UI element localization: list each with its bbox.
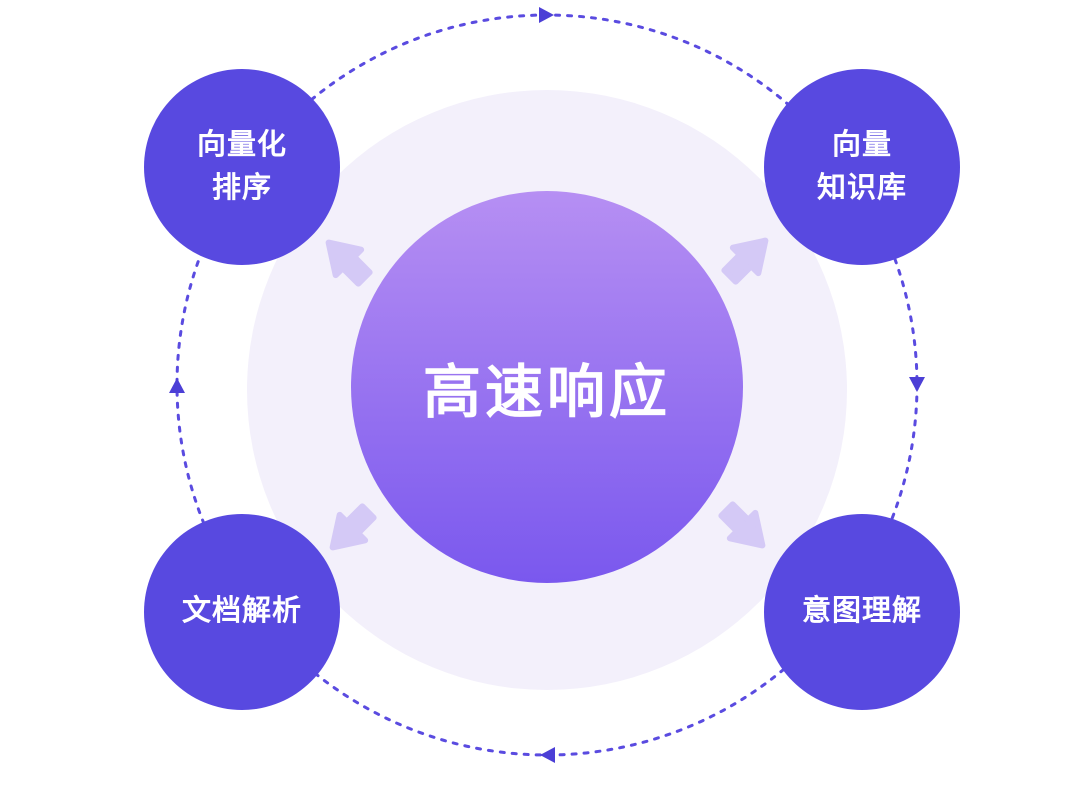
outward-arrow-top-right-icon — [721, 237, 769, 285]
node-label-intent-understanding: 意图理解 — [801, 595, 922, 628]
outward-arrow-bottom-right-icon — [718, 501, 766, 549]
node-vectorize-sort: 向量化 排序 — [144, 69, 340, 265]
rotation-arrow-left-icon — [169, 378, 185, 393]
node-intent-understanding: 意图理解 — [764, 514, 960, 710]
rotation-arrow-bottom-icon — [540, 747, 555, 763]
center-label: 高速响应 — [422, 360, 671, 425]
center-node: 高速响应 — [351, 191, 743, 583]
outward-arrow-bottom-left-icon — [329, 503, 377, 551]
node-label-vector-knowledge-base: 向量 知识库 — [816, 128, 907, 205]
node-vector-knowledge-base: 向量 知识库 — [764, 69, 960, 265]
node-label-vectorize-sort: 向量化 排序 — [196, 128, 287, 205]
outward-arrow-top-left-icon — [325, 239, 373, 287]
node-label-document-parsing: 文档解析 — [181, 595, 302, 628]
rotation-arrow-right-icon — [909, 377, 925, 392]
node-document-parsing: 文档解析 — [144, 514, 340, 710]
rotation-arrow-top-icon — [539, 7, 554, 23]
